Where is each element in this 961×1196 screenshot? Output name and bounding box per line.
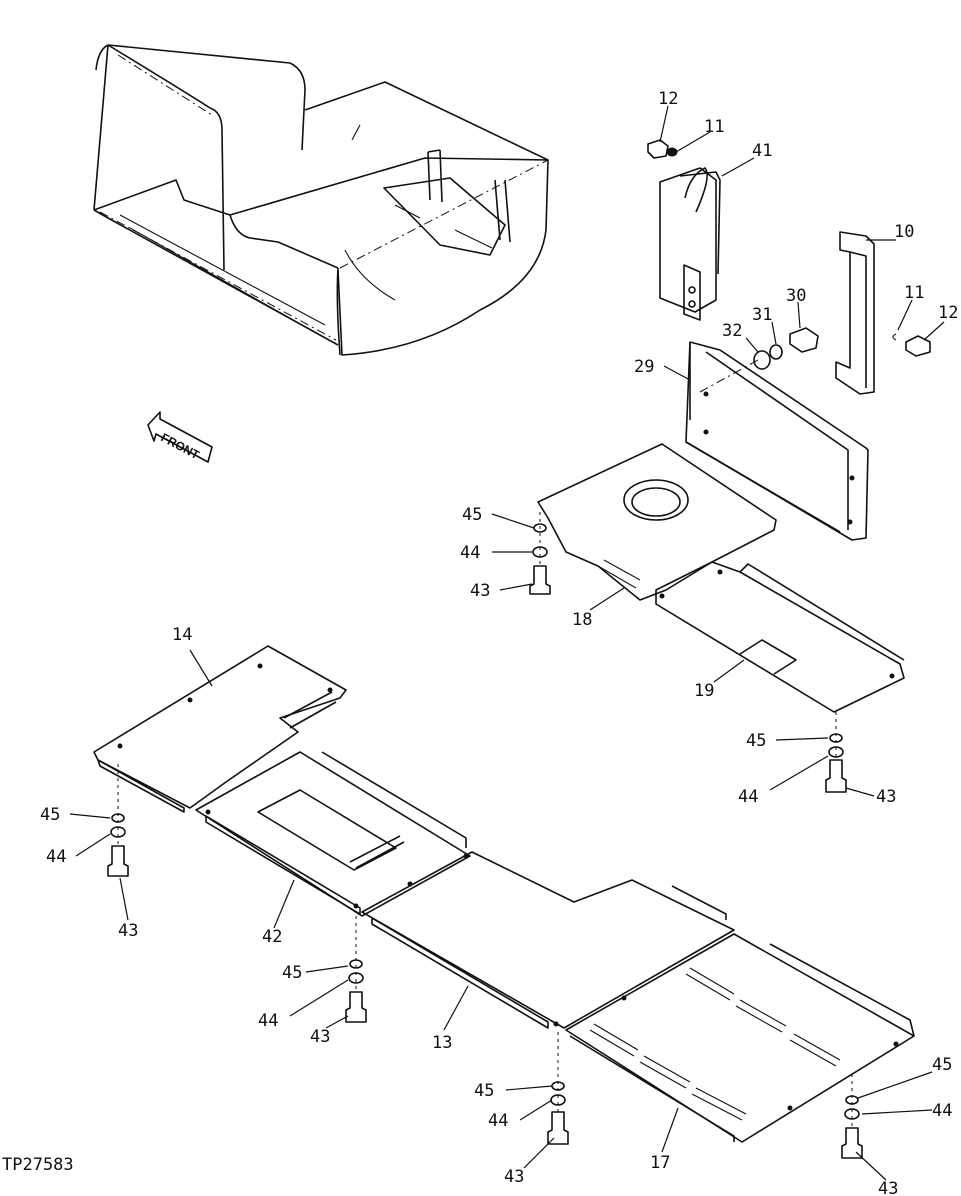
callout-45: 45: [40, 805, 60, 825]
callout-43: 43: [876, 787, 896, 807]
callout-45: 45: [746, 731, 766, 751]
callout-10: 10: [894, 222, 914, 242]
plate-19: [655, 561, 905, 713]
callout-43: 43: [118, 921, 138, 941]
plate-17: [565, 933, 915, 1143]
callout-32: 32: [722, 321, 742, 341]
front-label: FRONT: [159, 430, 203, 462]
callout-44: 44: [46, 847, 66, 867]
callout-45: 45: [282, 963, 302, 983]
callout-30: 30: [786, 286, 806, 306]
callout-44: 44: [488, 1111, 508, 1131]
plate-13: [361, 851, 735, 1029]
plate-42: [195, 751, 471, 917]
plate-14: [93, 645, 347, 813]
leader-lines: [69, 105, 945, 1181]
callout-44: 44: [460, 543, 480, 563]
bolt-30-washers: [699, 327, 819, 393]
machine-body: [93, 44, 549, 356]
fastener-stack-c: [107, 764, 129, 877]
fastener-stack-e: [547, 1032, 569, 1145]
callout-44: 44: [738, 787, 758, 807]
callout-12: 12: [938, 303, 958, 323]
callout-12: 12: [658, 89, 678, 109]
callout-43: 43: [470, 581, 490, 601]
callout-19: 19: [694, 681, 714, 701]
callout-31: 31: [752, 305, 772, 325]
callout-17: 17: [650, 1153, 670, 1173]
callout-41: 41: [752, 141, 772, 161]
callout-42: 42: [262, 927, 282, 947]
fastener-stack-d: [345, 916, 367, 1023]
callout-43: 43: [504, 1167, 524, 1187]
callout-14: 14: [172, 625, 192, 645]
fastener-stack-a: [529, 512, 551, 595]
callout-11: 11: [704, 117, 724, 137]
callout-44: 44: [932, 1101, 952, 1121]
callout-11: 11: [904, 283, 924, 303]
callout-44: 44: [258, 1011, 278, 1031]
bracket-41: [659, 167, 721, 321]
fastener-stack-b: [825, 712, 847, 793]
figure-code: TP27583: [2, 1155, 74, 1175]
callout-labels: 12 11 41 10 11 12 30 31 32 29 45 44 43 1…: [40, 89, 958, 1196]
callout-43: 43: [310, 1027, 330, 1047]
front-direction-arrow: FRONT: [147, 411, 213, 463]
callout-45: 45: [462, 505, 482, 525]
bolt-12-upper: [647, 139, 678, 159]
callout-13: 13: [432, 1033, 452, 1053]
callout-45: 45: [932, 1055, 952, 1075]
bolt-12-right: [892, 333, 931, 357]
plate-18: [537, 443, 777, 601]
callout-18: 18: [572, 610, 592, 630]
callout-43: 43: [878, 1179, 898, 1196]
fastener-stack-f: [841, 1074, 863, 1159]
panel-29: [685, 341, 869, 541]
callout-45: 45: [474, 1081, 494, 1101]
callout-29: 29: [634, 357, 654, 377]
handle-10: [835, 231, 875, 395]
